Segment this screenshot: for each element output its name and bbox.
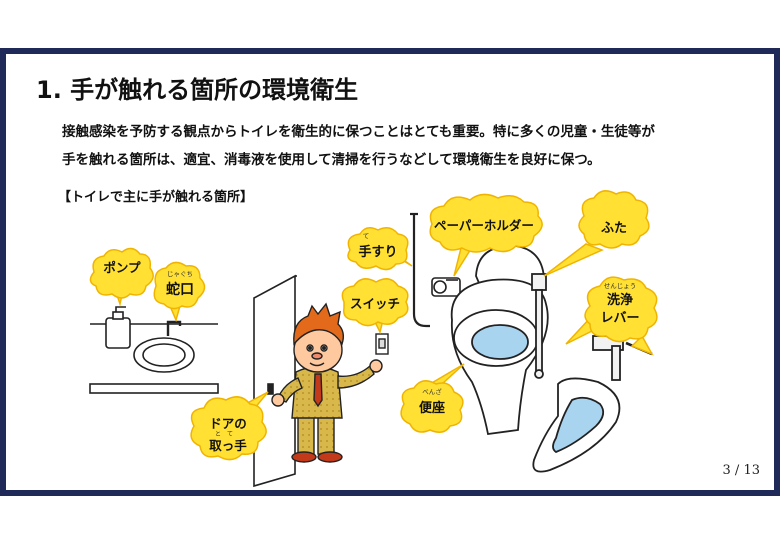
- urinal-illustration: [532, 377, 621, 473]
- lid-label: ふた: [601, 221, 627, 236]
- handrail-ruby: て: [363, 232, 370, 240]
- lid-label-bubble: ふた: [543, 190, 650, 277]
- toilet-illustration: [450, 245, 549, 436]
- page-number: 3 / 13: [722, 463, 760, 478]
- faucet-label: 蛇口: [166, 281, 194, 298]
- paper-holder-illustration: [431, 277, 461, 297]
- paragraph-line-1: 接触感染を予防する観点からトイレを衛生的に保つことはとても重要。特に多くの児童・…: [62, 124, 655, 140]
- slide-paragraph: 接触感染を予防する観点からトイレを衛生的に保つことはとても重要。特に多くの児童・…: [62, 118, 752, 174]
- faucet-ruby: じゃぐち: [167, 270, 193, 278]
- switch-label: スイッチ: [350, 296, 400, 311]
- character-illustration: [271, 302, 383, 463]
- pump-label: ポンプ: [103, 260, 141, 275]
- paragraph-line-2: 手を触れる箇所は、適宜、消毒液を使用して清掃を行うなどして環境衛生を良好に保つ。: [62, 152, 601, 168]
- flush-lever-label-line2: レバー: [600, 311, 639, 326]
- sink-illustration: [89, 306, 219, 394]
- handrail-label-bubble: て 手すり: [347, 227, 413, 271]
- slide-title: 1. 手が触れる箇所の環境衛生: [36, 76, 359, 104]
- handrail-illustration: [410, 212, 430, 328]
- switch-label-bubble: スイッチ: [341, 278, 409, 335]
- pump-label-bubble: ポンプ: [89, 247, 154, 307]
- flush-lever-label-bubble: せんじょう 洗浄 レバー: [565, 276, 658, 356]
- seat-ruby: べんざ: [422, 387, 442, 396]
- slide: 1. 手が触れる箇所の環境衛生 接触感染を予防する観点からトイレを衛生的に保つこ…: [6, 54, 774, 490]
- section-subtitle: 【トイレで主に手が触れる箇所】: [58, 190, 254, 205]
- switch-plate-illustration: [375, 333, 389, 355]
- slide-frame: 1. 手が触れる箇所の環境衛生 接触感染を予防する観点からトイレを衛生的に保つこ…: [0, 48, 780, 496]
- flush-lever-label-line1: 洗浄: [607, 292, 633, 308]
- paper-holder-label-bubble: ペーパーホルダー: [429, 193, 543, 277]
- door-handle-label-line2: 取っ手: [209, 438, 247, 453]
- flush-lever-ruby: せんじょう: [604, 282, 637, 290]
- door-handle-label-line1: ドアの: [209, 416, 247, 431]
- door-illustration: [253, 274, 297, 488]
- toilet-touchpoints-illustration: ポンプ じゃぐち 蛇口 て 手すり スイッチ: [89, 190, 658, 488]
- seat-label: 便座: [419, 400, 445, 416]
- door-handle-label-bubble: ドアの と て 取っ手: [190, 391, 269, 461]
- handrail-label: 手すり: [358, 244, 397, 260]
- seat-label-bubble: べんざ 便座: [400, 363, 465, 433]
- faucet-label-bubble: じゃぐち 蛇口: [153, 261, 206, 323]
- door-handle-ruby: と て: [215, 431, 233, 438]
- paper-holder-label: ペーパーホルダー: [434, 218, 534, 233]
